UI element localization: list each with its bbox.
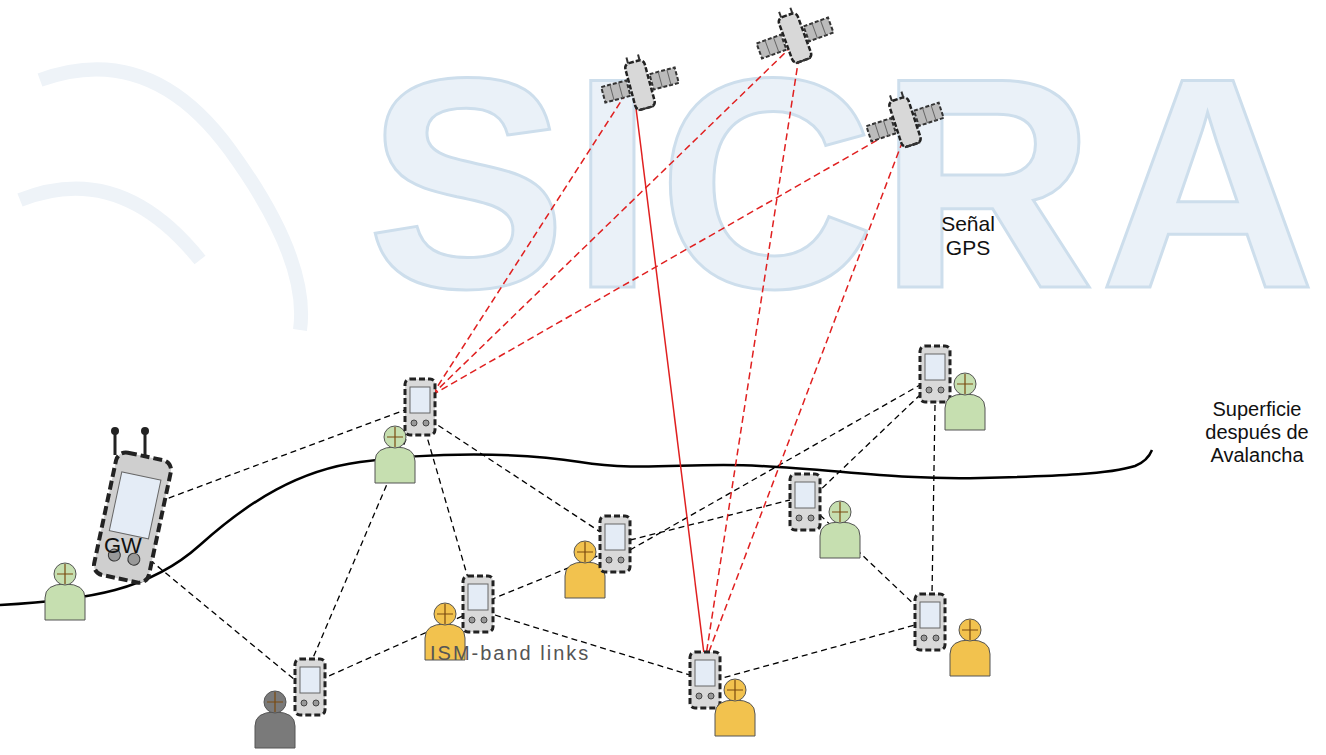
surface-label: Superficie después de Avalancha	[1194, 398, 1320, 467]
link-label: ISM-band links	[430, 642, 590, 665]
gps-signal-lines	[432, 48, 905, 662]
snow-surface	[0, 450, 1152, 605]
buried-devices	[255, 346, 990, 748]
signal-label: Señal GPS	[918, 212, 1018, 260]
gateway-device	[45, 427, 173, 620]
gateway-label: GW	[104, 533, 142, 558]
ism-links	[150, 385, 935, 680]
watermark-swirl	[20, 69, 301, 330]
satellites	[596, 0, 949, 157]
watermark: SICRA	[367, 10, 1320, 356]
